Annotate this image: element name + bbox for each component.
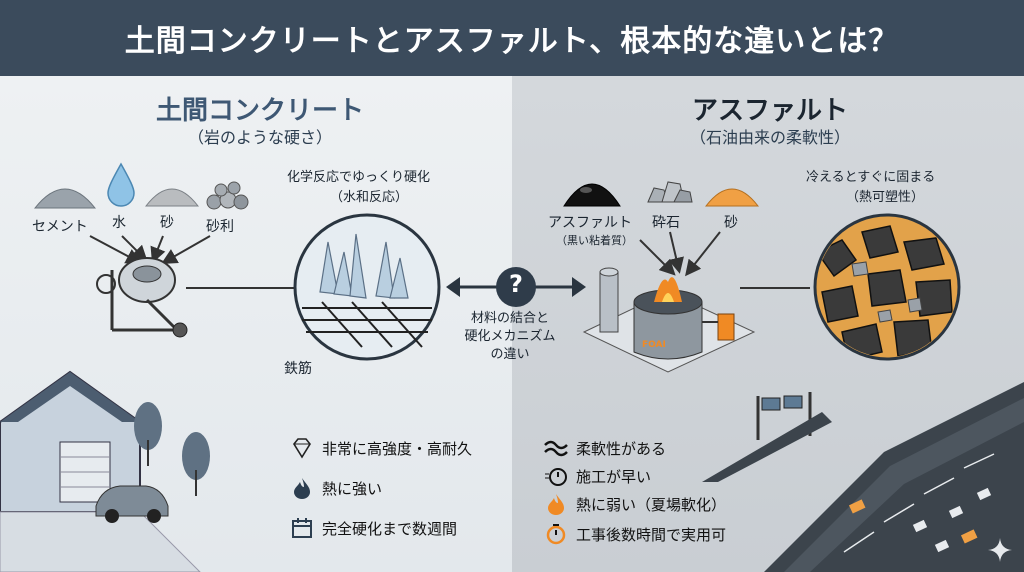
rebar-label: 鉄筋 [284,361,312,377]
asphalt-plant-icon [582,267,756,373]
ingredient-sand-right-label: 砂 [724,215,738,231]
asphalt-feature-fast: 施工が早い [544,464,651,488]
sand-pile-icon [144,188,200,207]
flame-icon [290,476,314,500]
calendar-icon [290,516,314,540]
tree-icon-2 [182,432,210,496]
concrete-mixer-icon [96,257,188,338]
comparison-caption: 材料の結合と 硬化メカニズム の違い [440,310,580,364]
highway-road [702,412,832,482]
asphalt-feature-usable: 工事後数時間で実用可 [544,522,726,546]
asphalt-feature-heat-text: 熱に弱い（夏場軟化） [576,495,727,514]
comparison-caption-line-2: 硬化メカニズム [464,329,556,344]
gravel-pile-icon [206,181,249,210]
question-icon: ? [509,270,523,298]
ingredient-gravel-label: 砂利 [206,219,234,235]
asphalt-feature-usable-text: 工事後数時間で実用可 [576,525,727,544]
asphalt-feature-fast-text: 施工が早い [576,467,652,486]
asphalt-ingredient-arrows [639,231,721,277]
comparison-caption-line-1: 材料の結合と [470,311,549,326]
ingredient-asphalt-note: （黒い粘着質） [556,234,633,247]
asphalt-feature-flexible-text: 柔軟性がある [576,439,667,458]
sand-orange-icon [704,188,760,207]
hydration-sub-label: （水和反応） [330,190,409,205]
thermoplastic-sub-label: （熱可塑性） [846,190,925,205]
plant-sign-text: FOAI [642,340,666,350]
mixer-connector-line [186,287,296,289]
water-drop-icon [107,162,135,207]
thermoplastic-label: 冷えるとすぐに固まる [806,170,936,185]
wave-icon [544,436,568,460]
hydration-crystal-magnifier [293,213,441,361]
diamond-icon [290,436,314,460]
ingredient-asphalt-label: アスファルト [548,215,632,231]
ingredient-arrows [89,235,211,264]
concrete-feature-heat-text: 熱に強い [322,479,383,498]
sparkle-icon [988,538,1012,562]
concrete-feature-strength: 非常に高強度・高耐久 [290,436,472,460]
asphalt-blob-icon [563,183,621,207]
house-illustration [0,370,201,572]
concrete-feature-cure-time: 完全硬化まで数週間 [290,516,457,540]
car-icon [95,485,169,523]
concrete-heading: 土間コンクリート [155,96,364,126]
flame-orange-icon [544,492,568,516]
ingredient-cement-label: セメント [32,219,88,235]
asphalt-heading: アスファルト [691,96,848,126]
asphalt-feature-heat: 熱に弱い（夏場軟化） [544,492,726,516]
tree-icon-1 [134,402,162,466]
comparison-caption-line-3: の違い [490,347,530,362]
plant-connector-line [740,287,810,289]
concrete-feature-strength-text: 非常に高強度・高耐久 [322,439,473,458]
concrete-feature-cure-time-text: 完全硬化まで数週間 [322,519,458,538]
ingredient-water-label: 水 [112,215,126,231]
cement-pile-icon [33,188,97,209]
concrete-feature-heat: 熱に強い [290,476,382,500]
page-title: 土間コンクリートとアスファルト、根本的な違いとは？ [0,0,1024,76]
stopwatch-fast-icon [544,464,568,488]
ingredient-crushed-stone-label: 砕石 [652,215,680,231]
crushed-stone-icon [647,181,693,203]
ingredient-sand-label: 砂 [160,215,174,231]
comparison-double-arrow [446,267,586,307]
road-parking-illustration [764,382,1024,572]
concrete-subheading: （岩のような硬さ） [187,128,332,147]
asphalt-feature-flexible: 柔軟性がある [544,436,666,460]
thermoplastic-magnifier [813,213,961,361]
asphalt-subheading: （石油由来の柔軟性） [689,128,850,147]
timer-orange-icon [544,522,568,546]
hydration-label: 化学反応でゆっくり硬化 [287,170,431,185]
